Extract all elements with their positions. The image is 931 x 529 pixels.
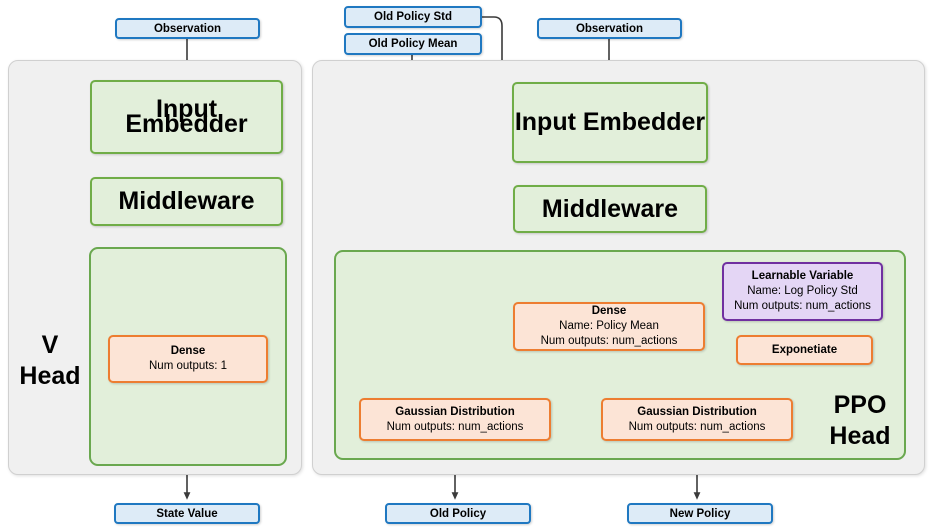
input-observation-right-label: Observation: [575, 22, 644, 35]
v-head-middleware[interactable]: Middleware: [90, 177, 283, 226]
output-old-policy-label: Old Policy: [429, 507, 487, 520]
ppo-head-dense-policy-mean[interactable]: Dense Name: Policy Mean Num outputs: num…: [513, 302, 705, 351]
ppo-head-middleware-title: Middleware: [541, 194, 679, 223]
output-state-value-label: State Value: [156, 507, 218, 520]
ppo-head-dense-policy-mean-name: Name: Policy Mean: [559, 320, 659, 332]
ppo-head-learnable-variable[interactable]: Learnable Variable Name: Log Policy Std …: [722, 262, 883, 321]
output-state-value[interactable]: State Value: [114, 503, 260, 524]
ppo-head-exponetiate[interactable]: Exponetiate: [736, 335, 873, 365]
v-head-middleware-title: Middleware: [118, 187, 255, 215]
ppo-head-gaussian-distribution-old-title: Gaussian Distribution: [395, 405, 515, 418]
ppo-head-exponetiate-title: Exponetiate: [771, 343, 838, 356]
ppo-head-middleware[interactable]: Middleware: [513, 185, 707, 233]
input-observation-left-label: Observation: [153, 22, 222, 35]
input-old-policy-std-label: Old Policy Std: [374, 11, 452, 23]
ppo-head-dense-policy-mean-num-outputs: Num outputs: num_actions: [540, 335, 678, 347]
ppo-head-label: PPO Head: [820, 390, 900, 452]
ppo-head-gaussian-distribution-new-title: Gaussian Distribution: [637, 405, 757, 418]
ppo-head-gaussian-distribution-new-num-outputs: Num outputs: num_actions: [628, 420, 766, 433]
ppo-head-learnable-variable-title: Learnable Variable: [751, 270, 854, 282]
input-old-policy-mean-label: Old Policy Mean: [368, 38, 458, 50]
ppo-head-label-line1: PPO: [833, 391, 887, 419]
ppo-head-label-line2: Head: [829, 422, 891, 450]
ppo-head-input-embedder[interactable]: Input Embedder: [512, 82, 708, 163]
ppo-head-gaussian-distribution-old[interactable]: Gaussian Distribution Num outputs: num_a…: [359, 398, 551, 441]
output-new-policy[interactable]: New Policy: [627, 503, 773, 524]
input-old-policy-std[interactable]: Old Policy Std: [344, 6, 482, 28]
v-head-dense[interactable]: Dense Num outputs: 1: [108, 335, 268, 383]
ppo-head-learnable-variable-name: Name: Log Policy Std: [747, 285, 858, 297]
v-head-input-embedder[interactable]: Input Embedder: [90, 80, 283, 154]
v-head-label-line1: V: [41, 331, 59, 359]
v-head-dense-title: Dense: [170, 345, 206, 357]
input-observation-left[interactable]: Observation: [115, 18, 260, 39]
v-head-label-line2: Head: [19, 362, 81, 390]
input-old-policy-mean[interactable]: Old Policy Mean: [344, 33, 482, 55]
ppo-head-learnable-variable-num-outputs: Num outputs: num_actions: [734, 300, 871, 312]
ppo-head-input-embedder-title: Input Embedder: [514, 108, 706, 136]
ppo-head-gaussian-distribution-old-num-outputs: Num outputs: num_actions: [386, 420, 524, 433]
v-head-dense-num-outputs: Num outputs: 1: [149, 360, 227, 372]
output-old-policy[interactable]: Old Policy: [385, 503, 531, 524]
v-head-input-embedder-title: Input Embedder: [125, 95, 248, 138]
v-head-label: V Head: [16, 330, 84, 392]
output-new-policy-label: New Policy: [669, 507, 731, 520]
ppo-head-gaussian-distribution-new[interactable]: Gaussian Distribution Num outputs: num_a…: [601, 398, 793, 441]
input-observation-right[interactable]: Observation: [537, 18, 682, 39]
ppo-head-dense-policy-mean-title: Dense: [591, 305, 627, 317]
